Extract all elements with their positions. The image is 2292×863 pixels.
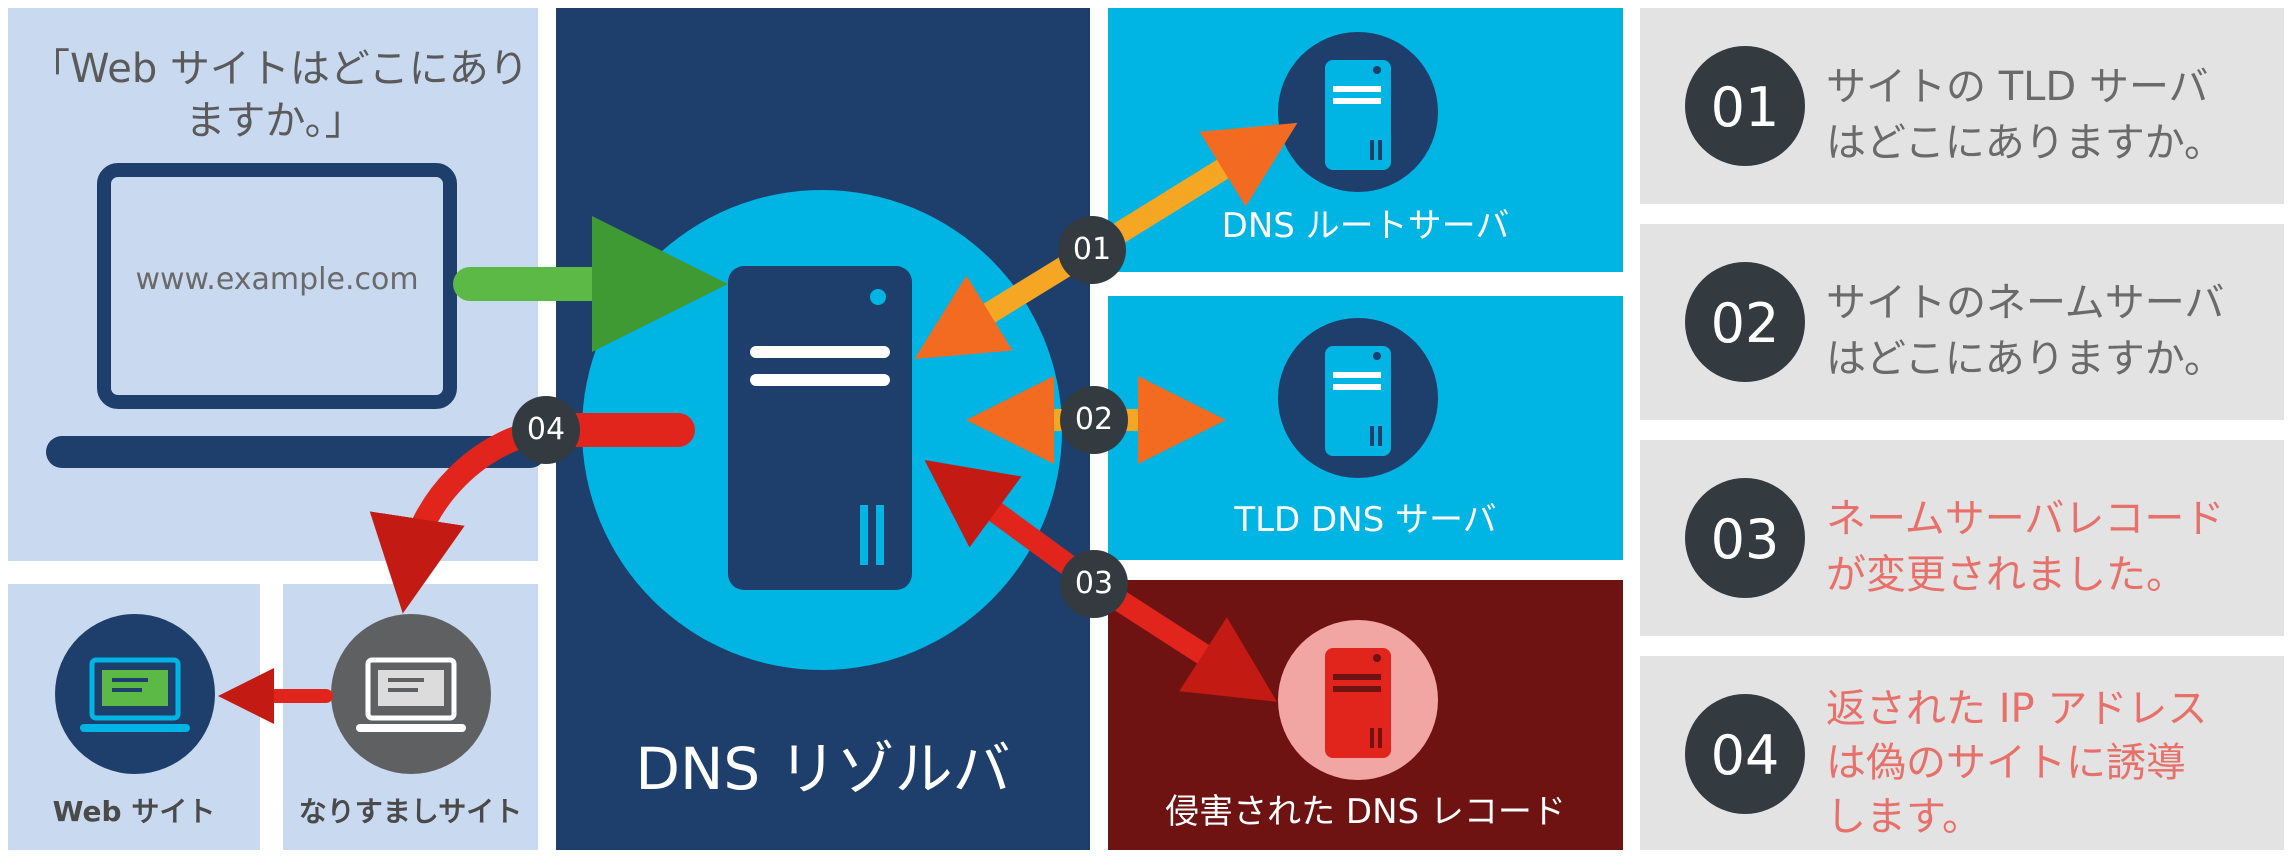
step-text-02-line2: はどこにありますか。 [1826, 336, 2224, 382]
badge-04-circle [512, 396, 580, 464]
user-question-line2: ますか。」 [185, 98, 365, 144]
step-circle-01 [1685, 46, 1805, 166]
tld-server-icon [1278, 318, 1438, 478]
step-circle-04 [1685, 694, 1805, 814]
badge-02-circle [1060, 386, 1128, 454]
badge-02: 02 [1074, 402, 1114, 437]
spoof-site-icon [331, 614, 491, 774]
badge-04: 04 [526, 412, 566, 447]
compromised-server-label: 侵害された DNS レコード [1165, 792, 1566, 832]
step-text-04-line2: は偽のサイトに誘導 [1826, 740, 2186, 786]
step-text-02-line1: サイトのネームサーバ [1826, 280, 2225, 326]
web-site-icon [55, 614, 215, 774]
compromised-server-icon [1278, 620, 1438, 780]
step-num-01: 01 [1710, 76, 1780, 139]
resolver-label: DNS リゾルバ [635, 735, 1011, 803]
step-circle-02 [1685, 262, 1805, 382]
step-text-01-line1: サイトの TLD サーバ [1826, 64, 2209, 110]
step-num-04: 04 [1710, 724, 1780, 787]
spoof-site-label: なりすましサイト [298, 795, 523, 828]
root-server-label: DNS ルートサーバ [1221, 206, 1510, 246]
step-text-04-line1: 返された IP アドレス [1826, 686, 2208, 732]
web-site-label: Web サイト [52, 795, 216, 828]
step-circle-03 [1685, 478, 1805, 598]
tld-server-label: TLD DNS サーバ [1234, 500, 1497, 540]
step-text-01-line2: はどこにありますか。 [1826, 120, 2224, 166]
step-num-03: 03 [1710, 508, 1780, 571]
user-question-line1: 「Web サイトはどこにあり [30, 46, 529, 92]
resolver-server-icon [728, 266, 912, 590]
badge-03: 03 [1074, 566, 1114, 601]
root-server-icon [1278, 32, 1438, 192]
badge-01-circle [1058, 216, 1126, 284]
badge-03-circle [1060, 550, 1128, 618]
step-num-02: 02 [1710, 292, 1780, 355]
url-text: www.example.com [135, 262, 419, 297]
step-text-04-line3: します。 [1826, 794, 1982, 840]
step-text-03-line2: が変更されました。 [1826, 552, 2186, 598]
badge-01: 01 [1072, 232, 1112, 267]
step-text-03-line1: ネームサーバレコード [1826, 496, 2225, 542]
laptop-icon [46, 163, 546, 468]
